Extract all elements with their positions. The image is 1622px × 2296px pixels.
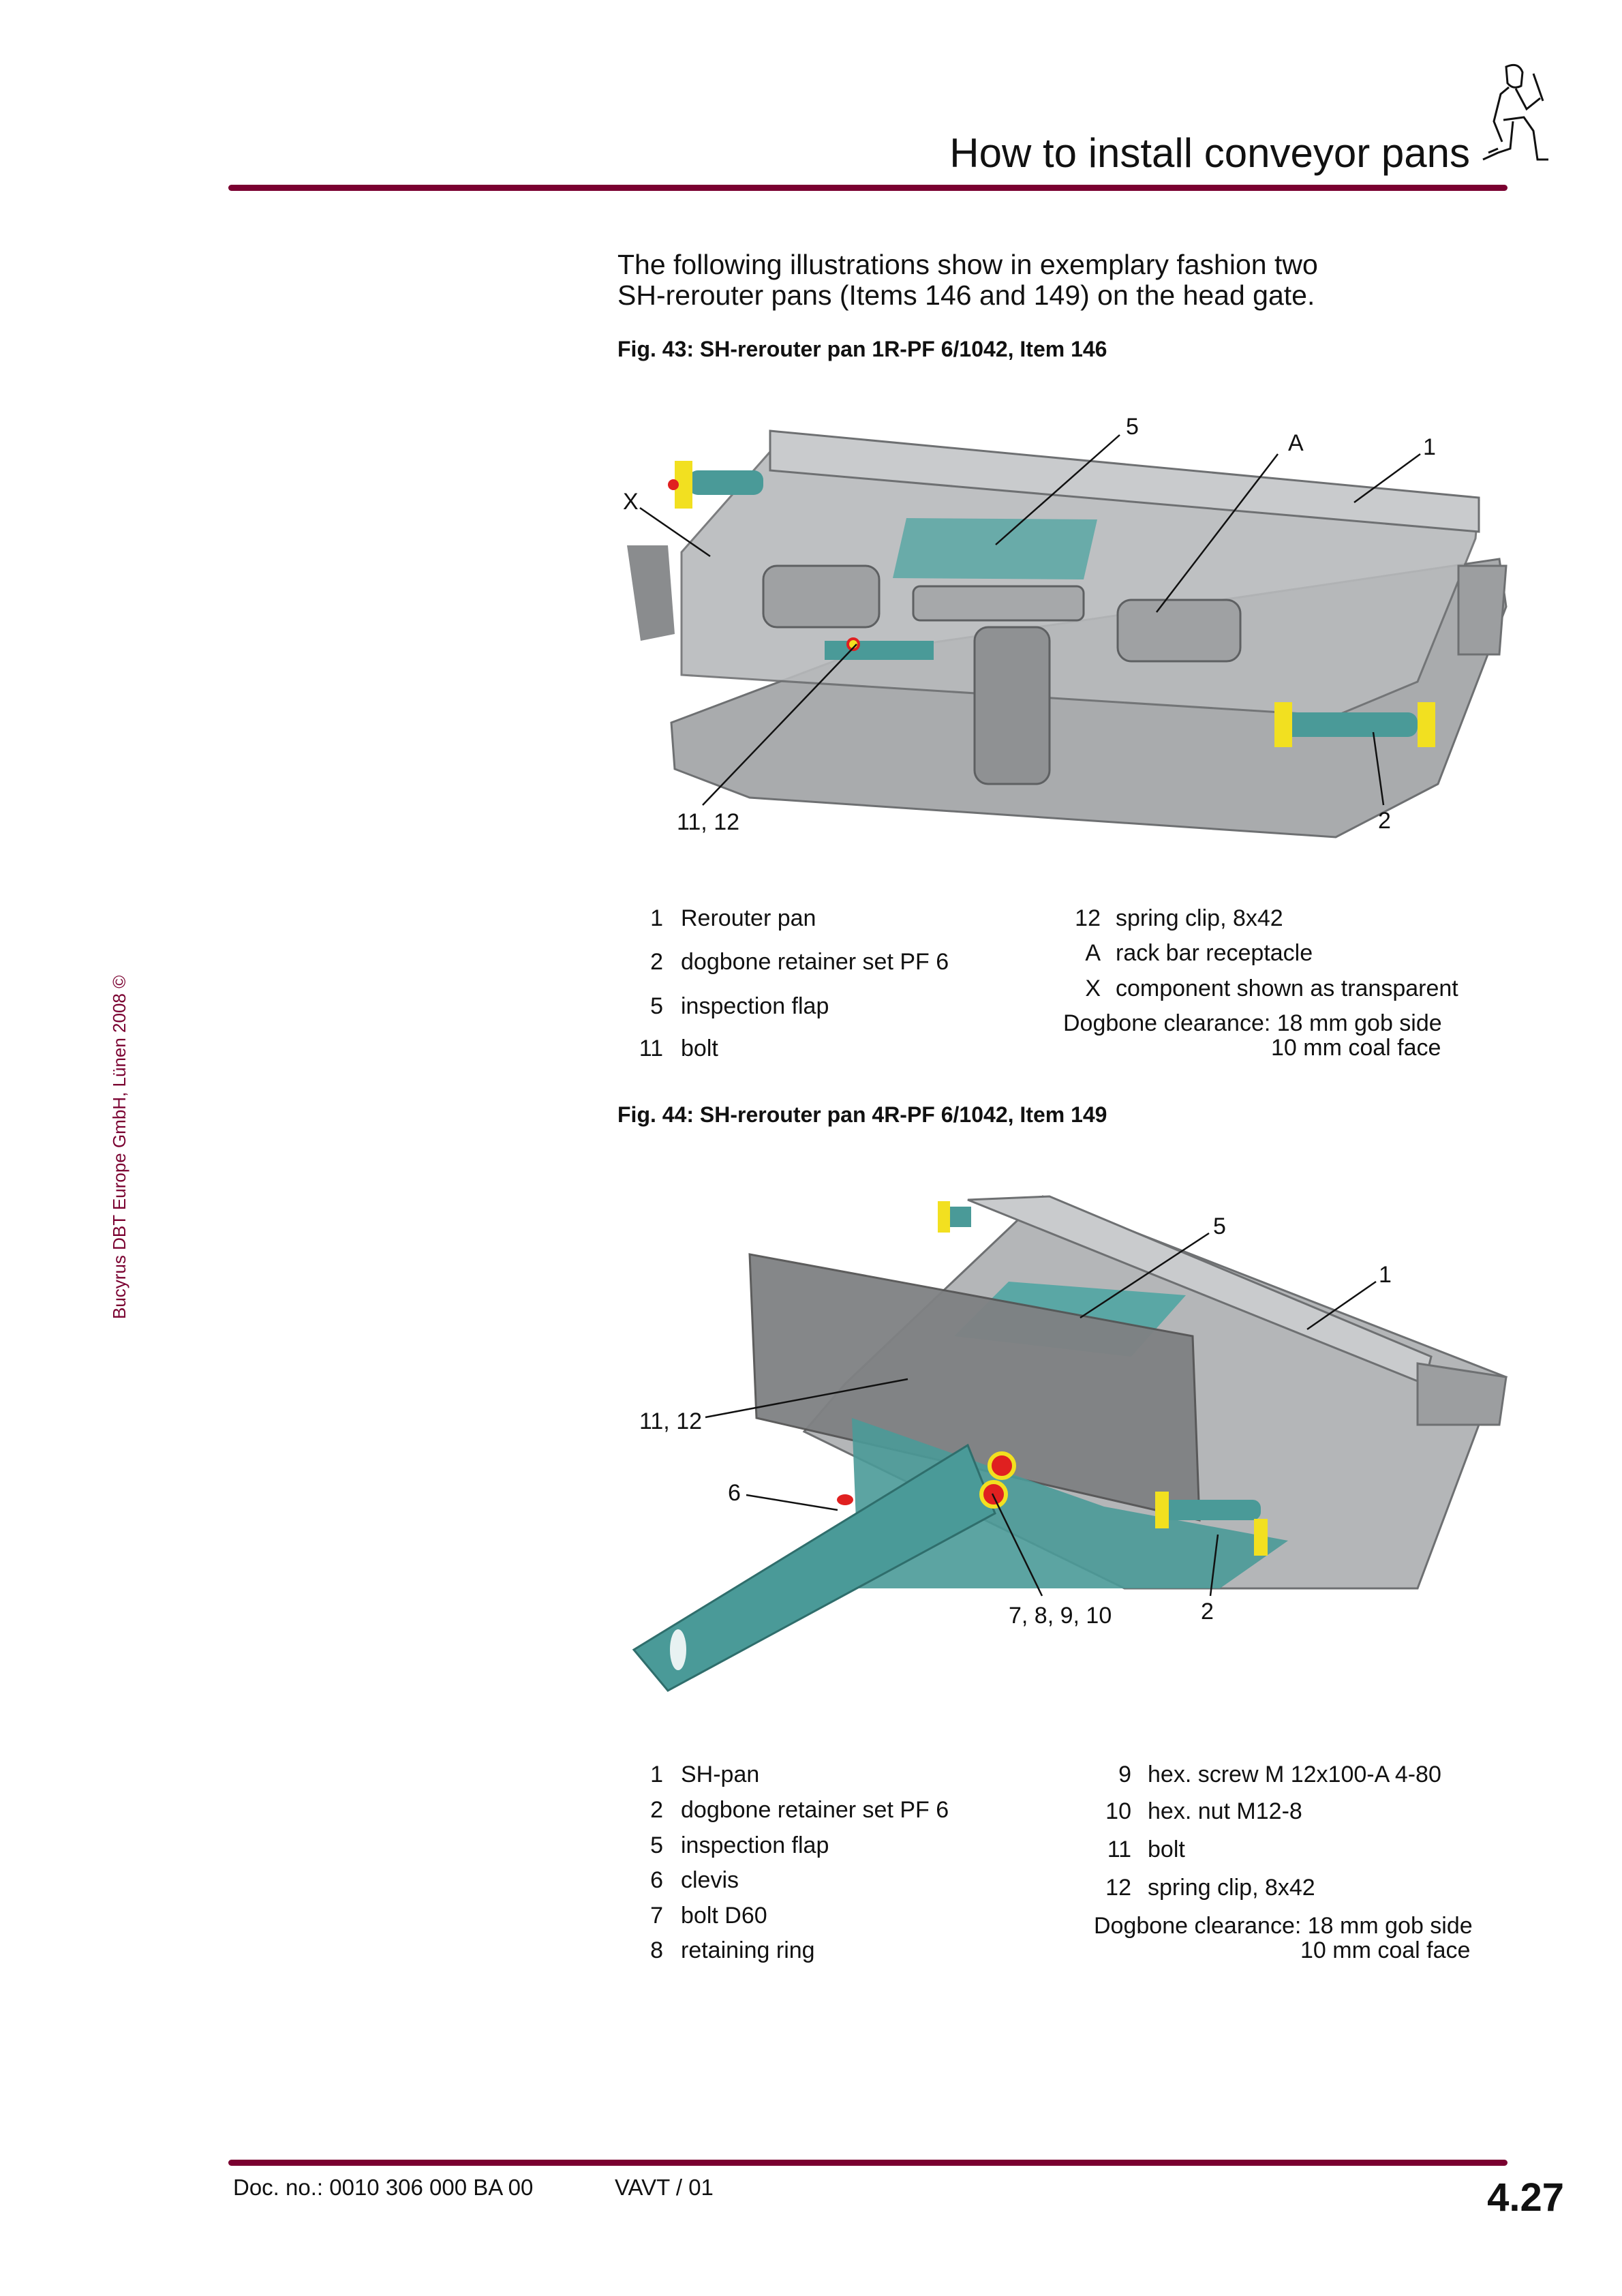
yellow-nut [938, 1201, 950, 1233]
side-wall [748, 1253, 1201, 1522]
page-title: How to install conveyor pans [949, 130, 1470, 176]
intro-line: SH-rerouter pans (Items 146 and 149) on … [617, 280, 1315, 311]
label-7-8-9-10: 7, 8, 9, 10 [1009, 1603, 1112, 1629]
doc-number: Doc. no.: 0010 306 000 BA 00 [233, 2175, 534, 2200]
top-rail [769, 429, 1480, 533]
label-11-12: 11, 12 [639, 1408, 702, 1434]
yellow-nut [1418, 702, 1435, 747]
fig43-caption: Fig. 43: SH-rerouter pan 1R-PF 6/1042, I… [617, 337, 1107, 361]
pin-6 [837, 1494, 853, 1505]
yellow-nut [1274, 702, 1292, 747]
label-1: 1 [1423, 434, 1436, 460]
label-1: 1 [1379, 1262, 1392, 1288]
top-rail [967, 1195, 1433, 1386]
page-number: 4.27 [1487, 2175, 1564, 2220]
clevis-triangle [852, 1418, 1288, 1588]
clevis [632, 1443, 996, 1692]
dogbone-clearance: Dogbone clearance: 18 mm gob side [1063, 1010, 1442, 1036]
side-rail [1457, 564, 1508, 656]
kneeling-worker-icon [1482, 63, 1548, 161]
dogbone-clearance-coal: 10 mm coal face [1300, 1937, 1471, 1963]
label-2: 2 [1201, 1599, 1214, 1625]
footer-rule [228, 2160, 1508, 2166]
pan-base [802, 1195, 1508, 1590]
label-2: 2 [1378, 808, 1391, 834]
red-cap [846, 637, 860, 651]
centre-post [973, 626, 1051, 785]
bolt-head [979, 1480, 1008, 1509]
yellow-nut [1155, 1492, 1169, 1528]
yellow-nut [1254, 1519, 1268, 1556]
dogbone-clearance-coal: 10 mm coal face [1271, 1035, 1441, 1061]
inspection-flap [954, 1282, 1186, 1357]
dogbone-bolt [944, 1207, 971, 1227]
label-X: X [623, 489, 639, 515]
red-cap [668, 479, 679, 490]
intro-text: The following illustrations show in exem… [617, 250, 1318, 311]
label-6: 6 [728, 1480, 741, 1506]
version: VAVT / 01 [615, 2175, 714, 2200]
bolt-head [988, 1451, 1016, 1480]
fig44-caption: Fig. 44: SH-rerouter pan 4R-PF 6/1042, I… [617, 1102, 1107, 1127]
yellow-nut [675, 461, 692, 509]
clevis-hole [670, 1629, 686, 1670]
inspection-flap [893, 518, 1097, 579]
label-5: 5 [1213, 1213, 1226, 1239]
pan-body [680, 435, 1480, 717]
dogbone-bolt [688, 470, 763, 495]
transparent-component [627, 545, 675, 641]
copyright-note: Bucyrus DBT Europe GmbH, Lünen 2008 © [109, 975, 129, 1319]
pan-base [670, 558, 1508, 839]
dogbone-bar [825, 641, 934, 660]
rack-receptacle [762, 564, 881, 629]
dogbone-bolt [1281, 712, 1418, 737]
rack-receptacle [1116, 599, 1242, 663]
label-5: 5 [1126, 414, 1139, 440]
side-rail [1416, 1362, 1508, 1426]
dogbone-clearance: Dogbone clearance: 18 mm gob side [1094, 1913, 1473, 1939]
connector-plate [912, 585, 1085, 622]
dogbone-bolt [1159, 1500, 1261, 1520]
label-A: A [1288, 430, 1304, 456]
label-11-12: 11, 12 [677, 809, 739, 835]
intro-line: The following illustrations show in exem… [617, 249, 1318, 280]
header-rule [228, 185, 1508, 191]
